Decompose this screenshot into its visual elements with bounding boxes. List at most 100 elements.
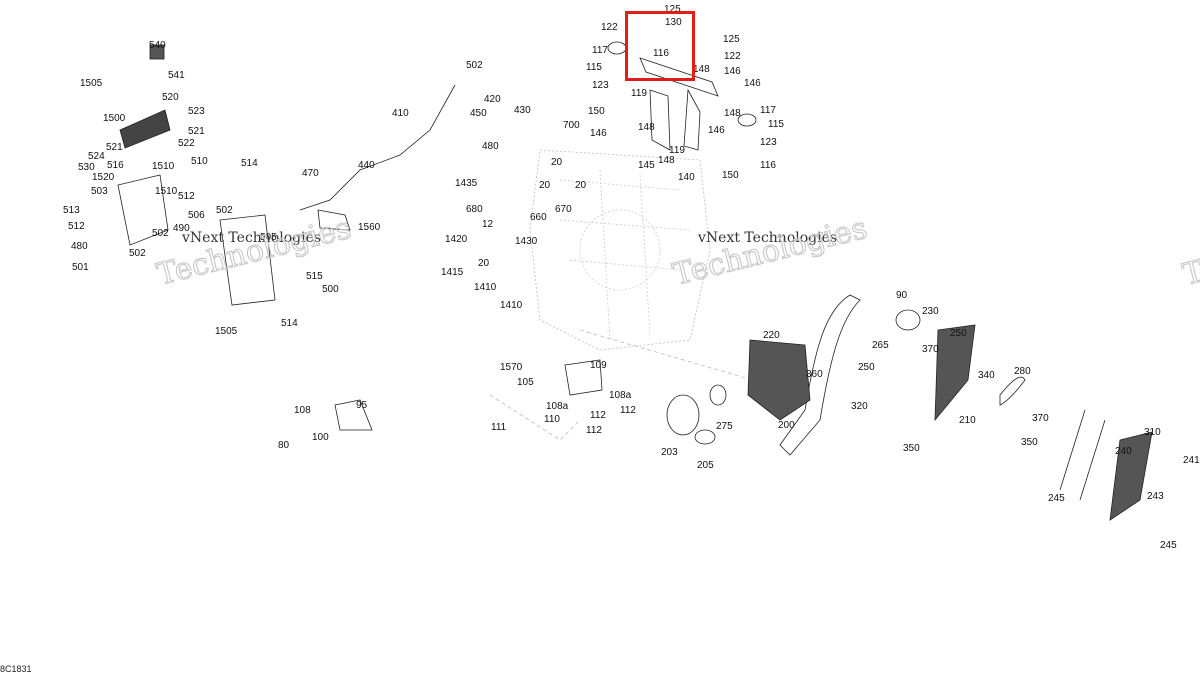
part-label[interactable]: 700 bbox=[563, 120, 580, 131]
part-label[interactable]: 150 bbox=[722, 170, 739, 181]
part-label[interactable]: 210 bbox=[959, 415, 976, 426]
part-label[interactable]: 505 bbox=[260, 232, 277, 243]
part-label[interactable]: 430 bbox=[514, 105, 531, 116]
part-label[interactable]: 1570 bbox=[500, 362, 523, 373]
part-label[interactable]: 148 bbox=[693, 64, 710, 75]
part-label[interactable]: 111 bbox=[491, 422, 507, 433]
part-label[interactable]: 1510 bbox=[155, 186, 178, 197]
part-label[interactable]: 123 bbox=[592, 80, 609, 91]
part-label[interactable]: 1505 bbox=[215, 326, 238, 337]
part-label[interactable]: 125 bbox=[723, 34, 740, 45]
part-label[interactable]: 660 bbox=[530, 212, 547, 223]
part-label[interactable]: 108 bbox=[294, 405, 311, 416]
part-label[interactable]: 148 bbox=[638, 122, 655, 133]
part-label[interactable]: 670 bbox=[555, 204, 572, 215]
part-label[interactable]: 12 bbox=[482, 219, 494, 230]
part-label[interactable]: 350 bbox=[1021, 437, 1038, 448]
part-label[interactable]: 440 bbox=[358, 160, 375, 171]
part-label[interactable]: 108a bbox=[546, 401, 569, 412]
part-label[interactable]: 541 bbox=[168, 70, 185, 81]
part-label[interactable]: 250 bbox=[950, 328, 967, 339]
part-label[interactable]: 95 bbox=[356, 400, 368, 411]
part-label[interactable]: 105 bbox=[517, 377, 534, 388]
part-label[interactable]: 350 bbox=[903, 443, 920, 454]
part-label[interactable]: 203 bbox=[661, 447, 678, 458]
part-label[interactable]: 502 bbox=[466, 60, 483, 71]
part-label[interactable]: 520 bbox=[162, 92, 179, 103]
part-label[interactable]: 150 bbox=[588, 106, 605, 117]
part-label[interactable]: 145 bbox=[638, 160, 655, 171]
part-label[interactable]: 310 bbox=[1144, 427, 1161, 438]
part-label[interactable]: 513 bbox=[63, 205, 80, 216]
part-label[interactable]: 115 bbox=[768, 119, 784, 130]
part-label[interactable]: 240 bbox=[1115, 446, 1132, 457]
part-label[interactable]: 320 bbox=[851, 401, 868, 412]
part-label[interactable]: 119 bbox=[669, 145, 685, 156]
part-label[interactable]: 370 bbox=[1032, 413, 1049, 424]
part-label[interactable]: 490 bbox=[173, 223, 190, 234]
part-label[interactable]: 530 bbox=[78, 162, 95, 173]
part-label[interactable]: 1415 bbox=[441, 267, 464, 278]
part-label[interactable]: 116 bbox=[760, 160, 776, 171]
part-label[interactable]: 1410 bbox=[500, 300, 523, 311]
part-label[interactable]: 521 bbox=[106, 142, 123, 153]
part-label[interactable]: 470 bbox=[302, 168, 319, 179]
part-label[interactable]: 146 bbox=[590, 128, 607, 139]
part-label[interactable]: 1435 bbox=[455, 178, 478, 189]
part-label[interactable]: 1430 bbox=[515, 236, 538, 247]
part-label[interactable]: 220 bbox=[763, 330, 780, 341]
part-label[interactable]: 80 bbox=[278, 440, 290, 451]
part-label[interactable]: 117 bbox=[760, 105, 776, 116]
part-label[interactable]: 512 bbox=[178, 191, 195, 202]
part-label[interactable]: 514 bbox=[281, 318, 298, 329]
part-label[interactable]: 243 bbox=[1147, 491, 1164, 502]
part-label[interactable]: 112 bbox=[590, 410, 606, 421]
part-label[interactable]: 275 bbox=[716, 421, 733, 432]
part-label[interactable]: 680 bbox=[466, 204, 483, 215]
part-label[interactable]: 1410 bbox=[474, 282, 497, 293]
part-label[interactable]: 116 bbox=[653, 48, 669, 59]
part-label[interactable]: 515 bbox=[306, 271, 323, 282]
part-label[interactable]: 1560 bbox=[358, 222, 381, 233]
part-label[interactable]: 146 bbox=[708, 125, 725, 136]
part-label[interactable]: 512 bbox=[68, 221, 85, 232]
part-label[interactable]: 110 bbox=[544, 414, 560, 425]
part-label[interactable]: 115 bbox=[586, 62, 602, 73]
part-label[interactable]: 521 bbox=[188, 126, 205, 137]
part-label[interactable]: 125 bbox=[664, 4, 681, 15]
part-label[interactable]: 119 bbox=[631, 88, 647, 99]
part-label[interactable]: 241 bbox=[1183, 455, 1200, 466]
part-label[interactable]: 112 bbox=[620, 405, 636, 416]
part-label[interactable]: 112 bbox=[586, 425, 602, 436]
part-label[interactable]: 108a bbox=[609, 390, 632, 401]
part-label[interactable]: 502 bbox=[216, 205, 233, 216]
part-label[interactable]: 200 bbox=[778, 420, 795, 431]
part-label[interactable]: 1500 bbox=[103, 113, 126, 124]
part-label[interactable]: 503 bbox=[91, 186, 108, 197]
part-label[interactable]: 245 bbox=[1048, 493, 1065, 504]
part-label[interactable]: 20 bbox=[539, 180, 551, 191]
part-label[interactable]: 146 bbox=[744, 78, 761, 89]
part-label[interactable]: 1505 bbox=[80, 78, 103, 89]
part-label[interactable]: 420 bbox=[484, 94, 501, 105]
part-label[interactable]: 502 bbox=[129, 248, 146, 259]
part-label[interactable]: 20 bbox=[551, 157, 563, 168]
part-label[interactable]: 90 bbox=[896, 290, 908, 301]
part-label[interactable]: 109 bbox=[590, 360, 607, 371]
part-label[interactable]: 122 bbox=[724, 51, 741, 62]
part-label[interactable]: 148 bbox=[658, 155, 675, 166]
part-label[interactable]: 1420 bbox=[445, 234, 468, 245]
part-label[interactable]: 514 bbox=[241, 158, 258, 169]
part-label[interactable]: 245 bbox=[1160, 540, 1177, 551]
part-label[interactable]: 280 bbox=[1014, 366, 1031, 377]
part-label[interactable]: 250 bbox=[858, 362, 875, 373]
part-label[interactable]: 523 bbox=[188, 106, 205, 117]
part-label[interactable]: 230 bbox=[922, 306, 939, 317]
part-label[interactable]: 205 bbox=[697, 460, 714, 471]
part-label[interactable]: 540 bbox=[149, 40, 166, 51]
part-label[interactable]: 410 bbox=[392, 108, 409, 119]
part-label[interactable]: 450 bbox=[470, 108, 487, 119]
highlight-box-part-130[interactable] bbox=[625, 11, 695, 81]
part-label[interactable]: 1520 bbox=[92, 172, 115, 183]
part-label[interactable]: 516 bbox=[107, 160, 124, 171]
